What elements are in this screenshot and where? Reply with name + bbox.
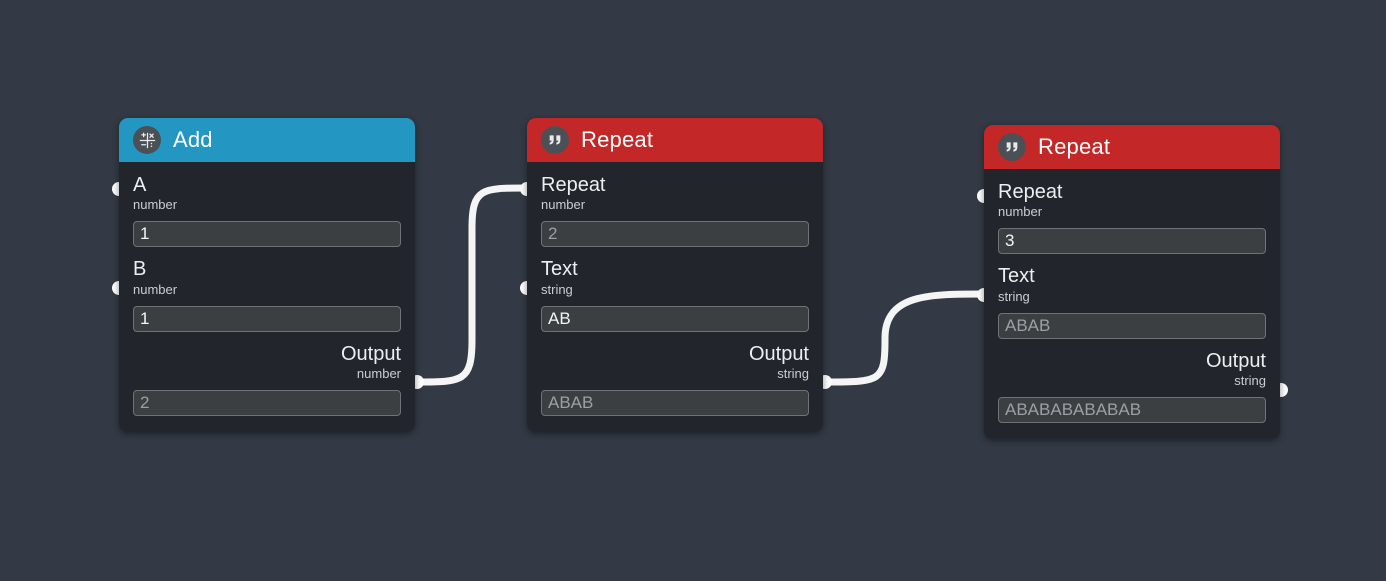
connection-wire-add-output-to-repeat1-repeat[interactable] <box>413 184 531 386</box>
node-repeat-1-input-repeat-row: Repeat number 2 <box>541 174 809 248</box>
node-repeat-2-output-field[interactable]: ABABABABABAB <box>998 396 1266 423</box>
node-repeat-1-output-label: Output <box>748 342 809 365</box>
quote-icon <box>998 133 1026 161</box>
node-repeat-2-output-label: Output <box>1205 349 1266 372</box>
node-repeat-2-input-repeat-label: Repeat <box>998 181 1063 203</box>
node-repeat-2-title: Repeat <box>1038 134 1111 159</box>
node-add-input-b-row: B number 1 <box>133 258 401 332</box>
math-operations-icon <box>133 126 161 154</box>
spacer <box>541 247 809 256</box>
node-repeat-1-header[interactable]: Repeat <box>527 118 823 162</box>
node-repeat-1-input-repeat-field[interactable]: 2 <box>541 221 809 248</box>
node-add-title: Add <box>173 127 213 152</box>
node-repeat-1-input-repeat-label: Repeat <box>541 174 606 196</box>
node-add-output-row: Output number 2 <box>133 343 401 416</box>
node-repeat-2-input-text-row: Text string ABAB <box>998 265 1266 339</box>
node-add-body: A number 1 B number 1 Output number 2 <box>119 162 415 432</box>
node-repeat-1-title: Repeat <box>581 127 654 152</box>
node-add-header[interactable]: Add <box>119 118 415 162</box>
node-add-input-a-row: A number 1 <box>133 174 401 248</box>
node-repeat-1-output-row: Output string ABAB <box>541 343 809 416</box>
node-repeat-2-input-repeat-row: Repeat number 3 <box>998 181 1266 255</box>
spacer <box>998 254 1266 263</box>
node-repeat-1-input-text-field[interactable]: AB <box>541 305 809 332</box>
node-repeat-1-input-repeat-type: number <box>541 197 586 213</box>
node-repeat-2-input-repeat-type: number <box>998 204 1043 220</box>
node-repeat-2[interactable]: Repeat Repeat number 3 Text string ABAB … <box>984 125 1280 439</box>
node-add-output-field[interactable]: 2 <box>133 389 401 416</box>
node-repeat-1-body: Repeat number 2 Text string AB Output st… <box>527 162 823 432</box>
node-add-output-type: number <box>356 365 401 381</box>
node-add-input-a-field[interactable]: 1 <box>133 221 401 248</box>
spacer <box>541 332 809 341</box>
node-add[interactable]: Add A number 1 B number 1 Output number … <box>119 118 415 432</box>
spacer <box>998 339 1266 348</box>
node-repeat-1[interactable]: Repeat Repeat number 2 Text string AB Ou… <box>527 118 823 432</box>
node-repeat-1-output-type: string <box>777 365 809 381</box>
node-repeat-2-input-text-field[interactable]: ABAB <box>998 312 1266 339</box>
node-add-input-b-type: number <box>133 281 178 297</box>
node-repeat-2-header[interactable]: Repeat <box>984 125 1280 169</box>
quote-icon <box>541 126 569 154</box>
connection-wire-repeat1-output-to-repeat2-text[interactable] <box>821 290 988 386</box>
node-repeat-1-input-text-label: Text <box>541 258 578 281</box>
node-repeat-2-output-row: Output string ABABABABABAB <box>998 350 1266 423</box>
node-repeat-1-input-text-row: Text string AB <box>541 258 809 332</box>
node-repeat-1-output-field[interactable]: ABAB <box>541 389 809 416</box>
node-repeat-2-output-type: string <box>1234 372 1266 388</box>
node-add-input-b-label: B <box>133 258 147 281</box>
node-repeat-2-input-text-type: string <box>998 288 1030 304</box>
node-add-output-label: Output <box>340 342 401 365</box>
node-repeat-2-input-repeat-field[interactable]: 3 <box>998 228 1266 255</box>
node-add-input-a-label: A <box>133 174 147 196</box>
node-repeat-1-input-text-type: string <box>541 281 573 297</box>
node-repeat-2-body: Repeat number 3 Text string ABAB Output … <box>984 169 1280 439</box>
node-add-input-b-field[interactable]: 1 <box>133 305 401 332</box>
node-add-input-a-type: number <box>133 197 178 213</box>
node-repeat-2-input-text-label: Text <box>998 265 1035 288</box>
spacer <box>133 332 401 341</box>
spacer <box>133 247 401 256</box>
